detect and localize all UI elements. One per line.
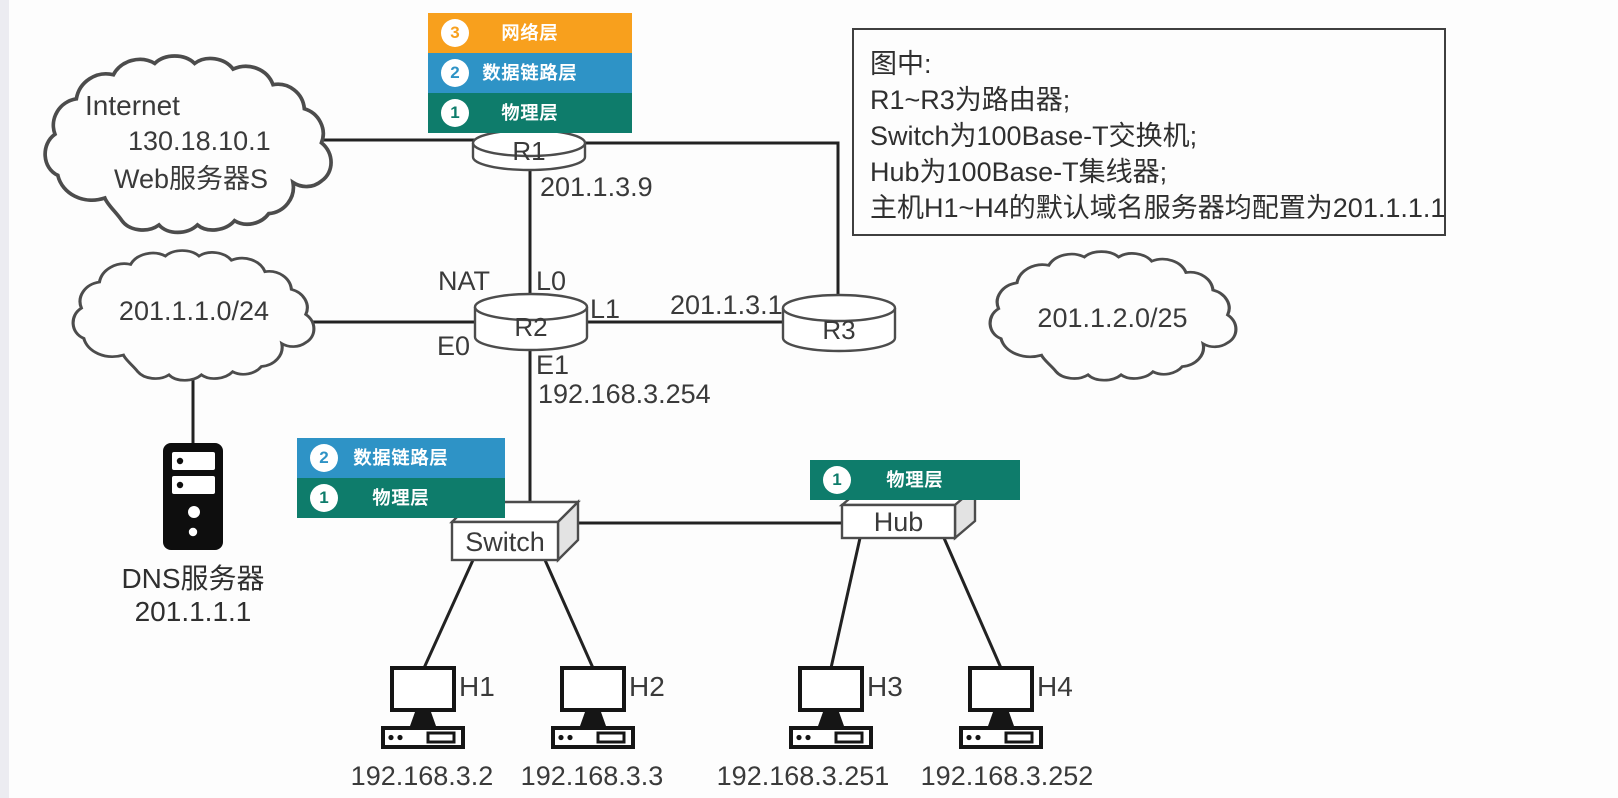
subnet-label-201-1-2-0: 201.1.2.0/25: [1037, 303, 1188, 333]
router-r3-shape: [781, 293, 897, 353]
dns-server-icon: [163, 443, 223, 550]
layer-label-datalink: 数据链路层: [353, 448, 449, 468]
interface-l1-label: L1: [590, 294, 621, 324]
host-h2-ip: 192.168.3.3: [520, 761, 664, 791]
info-line-3: Switch为100Base-T交换机;: [870, 121, 1198, 151]
interface-e1-label: E1: [536, 350, 570, 380]
switch-layer-stack: 2 数据链路层 1 物理层: [297, 438, 505, 518]
info-line-1: 图中:: [870, 49, 932, 79]
host-h1-icon: [381, 666, 465, 749]
layer-bar-physical: 1 物理层: [428, 93, 632, 133]
layer-label-network: 网络层: [501, 23, 559, 43]
web-server-ip: 130.18.10.1: [128, 126, 271, 156]
link-switch-h2: [543, 558, 595, 670]
host-h1-label: H1: [459, 671, 495, 702]
nat-label: NAT: [438, 266, 490, 296]
web-server-name: Web服务器S: [114, 164, 269, 194]
layer-number-2: 2: [441, 59, 469, 87]
link-hub-h3: [829, 536, 862, 670]
switch-label: Switch: [465, 527, 545, 557]
dns-server-name: DNS服务器: [121, 563, 265, 594]
host-h4-ip: 192.168.3.252: [920, 761, 1094, 791]
layer-bar-datalink: 2 数据链路层: [428, 53, 632, 93]
ip-label-192-168-3-254: 192.168.3.254: [538, 379, 711, 409]
r1-layer-stack: 3 网络层 2 数据链路层 1 物理层: [428, 13, 632, 133]
subnet-label-201-1-1-0: 201.1.1.0/24: [118, 296, 270, 326]
host-h3-ip: 192.168.3.251: [716, 761, 890, 791]
link-switch-h1: [422, 558, 475, 670]
interface-l0-label: L0: [536, 266, 567, 296]
info-line-2: R1~R3为路由器;: [870, 85, 1071, 115]
host-h2-label: H2: [629, 671, 665, 702]
router-r2-shape: [473, 292, 589, 352]
info-line-4: Hub为100Base-T集线器;: [870, 157, 1168, 187]
ip-label-201-1-3-9: 201.1.3.9: [540, 172, 653, 202]
layer-number-1: 1: [310, 484, 338, 512]
link-hub-h4: [942, 536, 1003, 670]
hub-layer-stack: 1 物理层: [810, 460, 1020, 500]
dns-server-label: DNS服务器 201.1.1.1: [83, 562, 303, 628]
host-h3-icon: [789, 666, 873, 749]
router-r2-label: R2: [514, 312, 548, 342]
layer-number-1: 1: [823, 466, 851, 494]
router-r3-label: R3: [822, 315, 856, 345]
host-h2-icon: [551, 666, 635, 749]
layer-bar-physical: 1 物理层: [297, 478, 505, 518]
host-h4-label: H4: [1037, 671, 1073, 702]
layer-number-2: 2: [310, 444, 338, 472]
host-h1-ip: 192.168.3.2: [350, 761, 494, 791]
layer-bar-datalink: 2 数据链路层: [297, 438, 505, 478]
info-line-5: 主机H1~H4的默认域名服务器均配置为201.1.1.1: [870, 193, 1446, 223]
layer-label-physical: 物理层: [372, 488, 430, 508]
router-r1-label: R1: [512, 136, 546, 166]
layer-bar-network: 3 网络层: [428, 13, 632, 53]
layer-number-1: 1: [441, 99, 469, 127]
layer-label-physical: 物理层: [886, 470, 944, 490]
ip-label-201-1-3-1: 201.1.3.1: [670, 290, 783, 320]
left-edge-shade: [0, 0, 9, 798]
layer-bar-physical: 1 物理层: [810, 460, 1020, 500]
host-h4-icon: [959, 666, 1043, 749]
layer-label-datalink: 数据链路层: [482, 63, 578, 83]
layer-number-3: 3: [441, 19, 469, 47]
layer-label-physical: 物理层: [501, 103, 559, 123]
internet-cloud-title: Internet: [85, 90, 180, 121]
interface-e0-label: E0: [437, 331, 471, 361]
dns-server-ip: 201.1.1.1: [134, 596, 252, 627]
hub-label: Hub: [873, 507, 924, 537]
link-r1-r3: [583, 141, 840, 310]
host-h3-label: H3: [867, 671, 903, 702]
legend-info-box: 图中: R1~R3为路由器; Switch为100Base-T交换机; Hub为…: [852, 28, 1446, 236]
